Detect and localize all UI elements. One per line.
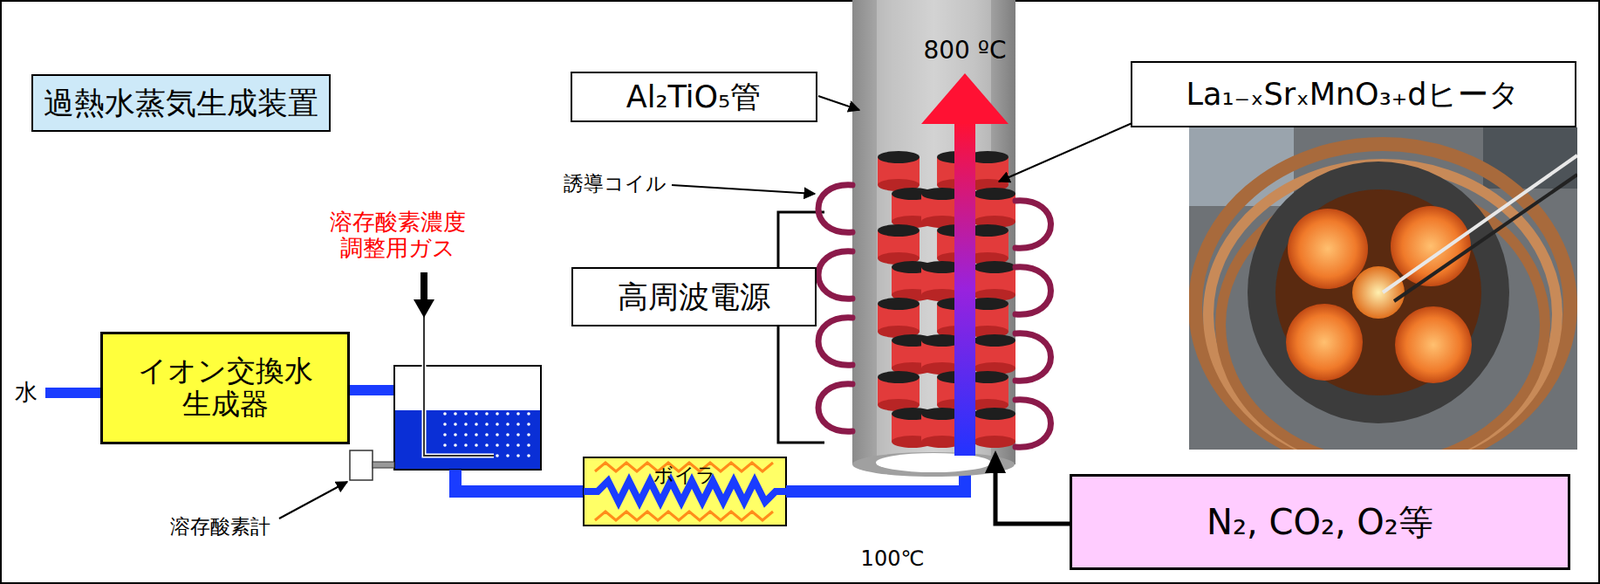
temperature-label: 100℃: [861, 547, 925, 572]
flow-arrow: [921, 73, 1009, 456]
gas-box: N₂, CO₂, O₂等: [1069, 473, 1571, 570]
heater-stack: [877, 150, 1016, 448]
coil-turn: [818, 251, 853, 299]
illustration-part: [423, 315, 494, 456]
tube-label-box: Al₂TiO₅管: [570, 71, 818, 123]
ion-exchanger-box: イオン交換水 生成器: [100, 331, 350, 445]
gas-feed-arrow: [995, 471, 1070, 524]
feed-pipe: [455, 469, 584, 492]
illustration-part: [1382, 155, 1578, 293]
heater-leader: [998, 122, 1135, 182]
heater-disc-top: [877, 370, 920, 383]
illustration-part: [1195, 143, 1571, 450]
temperature-label: 800 ºC: [923, 36, 1006, 65]
illustration-part: [1352, 266, 1405, 319]
coil-turn: [818, 317, 853, 365]
water-label: 水: [14, 379, 38, 406]
title-box: 過熱水蒸気生成装置: [31, 74, 331, 132]
illustration-part: [1394, 306, 1472, 383]
box-text: ボイラ: [653, 463, 717, 486]
illustration-part: [1275, 189, 1482, 396]
gas-feed-arrowhead: [984, 450, 1006, 473]
heater-disc-top: [877, 150, 920, 164]
oxygen-meter: [349, 450, 395, 480]
coil-turn: [818, 184, 853, 233]
gas-inlet-arrowhead: [413, 299, 435, 318]
illustration-part: [1394, 174, 1578, 301]
heater-disc-top: [877, 297, 920, 310]
meter-leader: [279, 481, 348, 519]
illustration-part: [921, 73, 1009, 124]
boiler: [583, 457, 787, 526]
box-text: 高周波電源: [617, 279, 771, 315]
illustration-part: [875, 452, 992, 472]
tube-leader: [818, 95, 860, 110]
power-supply-box: 高周波電源: [571, 266, 817, 327]
ceramic-tube: [852, 0, 1016, 477]
box-text: N₂, CO₂, O₂等: [1206, 501, 1434, 542]
heater-label-box: La₁₋ₓSrₓMnO₃₊dヒータ: [1130, 61, 1577, 128]
meter-label: 溶存酸素計: [170, 514, 271, 538]
box-text: イオン交換水 生成器: [132, 354, 317, 421]
heater-photo: [1189, 127, 1578, 450]
coil-turn: [1015, 333, 1052, 381]
illustration-part: [594, 511, 773, 520]
heater-disc-top: [973, 407, 1016, 420]
illustration-part: [1285, 303, 1363, 381]
coil-turn: [1015, 266, 1052, 315]
water-inlet-pipe: [45, 387, 102, 398]
title-text: 過熱水蒸気生成装置: [43, 85, 319, 121]
illustration-part: [372, 461, 395, 468]
water-tank: [394, 315, 541, 470]
coil-turn: [1015, 399, 1052, 447]
illustration-part: [349, 450, 373, 480]
illustration-part: [1247, 161, 1510, 424]
heater-disc-top: [973, 187, 1016, 200]
illustration-part: [954, 122, 976, 456]
gas-adjust-label: 溶存酸素濃度 調整用ガス: [325, 209, 471, 262]
coil-turn: [818, 383, 853, 431]
heater-disc-top: [877, 224, 920, 237]
coil-label: 誘導コイル: [563, 171, 667, 195]
heater-disc-top: [973, 260, 1016, 274]
coil-leader: [671, 184, 815, 194]
box-text: Al₂TiO₅管: [626, 79, 761, 115]
illustration-part: [876, 0, 992, 465]
boiler-node: ボイラ: [583, 423, 787, 526]
induction-coil: [818, 184, 1052, 447]
illustration-part: [852, 0, 1016, 465]
heater-disc-top: [973, 334, 1016, 347]
illustration-part: [583, 457, 787, 526]
illustration-part: [1287, 208, 1368, 289]
gas-inlet-arrow: [420, 272, 428, 301]
heater-disc: [973, 435, 1016, 448]
illustration-part: [436, 370, 534, 459]
box-text: La₁₋ₓSrₓMnO₃₊dヒータ: [1186, 76, 1521, 112]
illustration-part: [423, 315, 494, 456]
coil-turn: [1015, 200, 1052, 248]
